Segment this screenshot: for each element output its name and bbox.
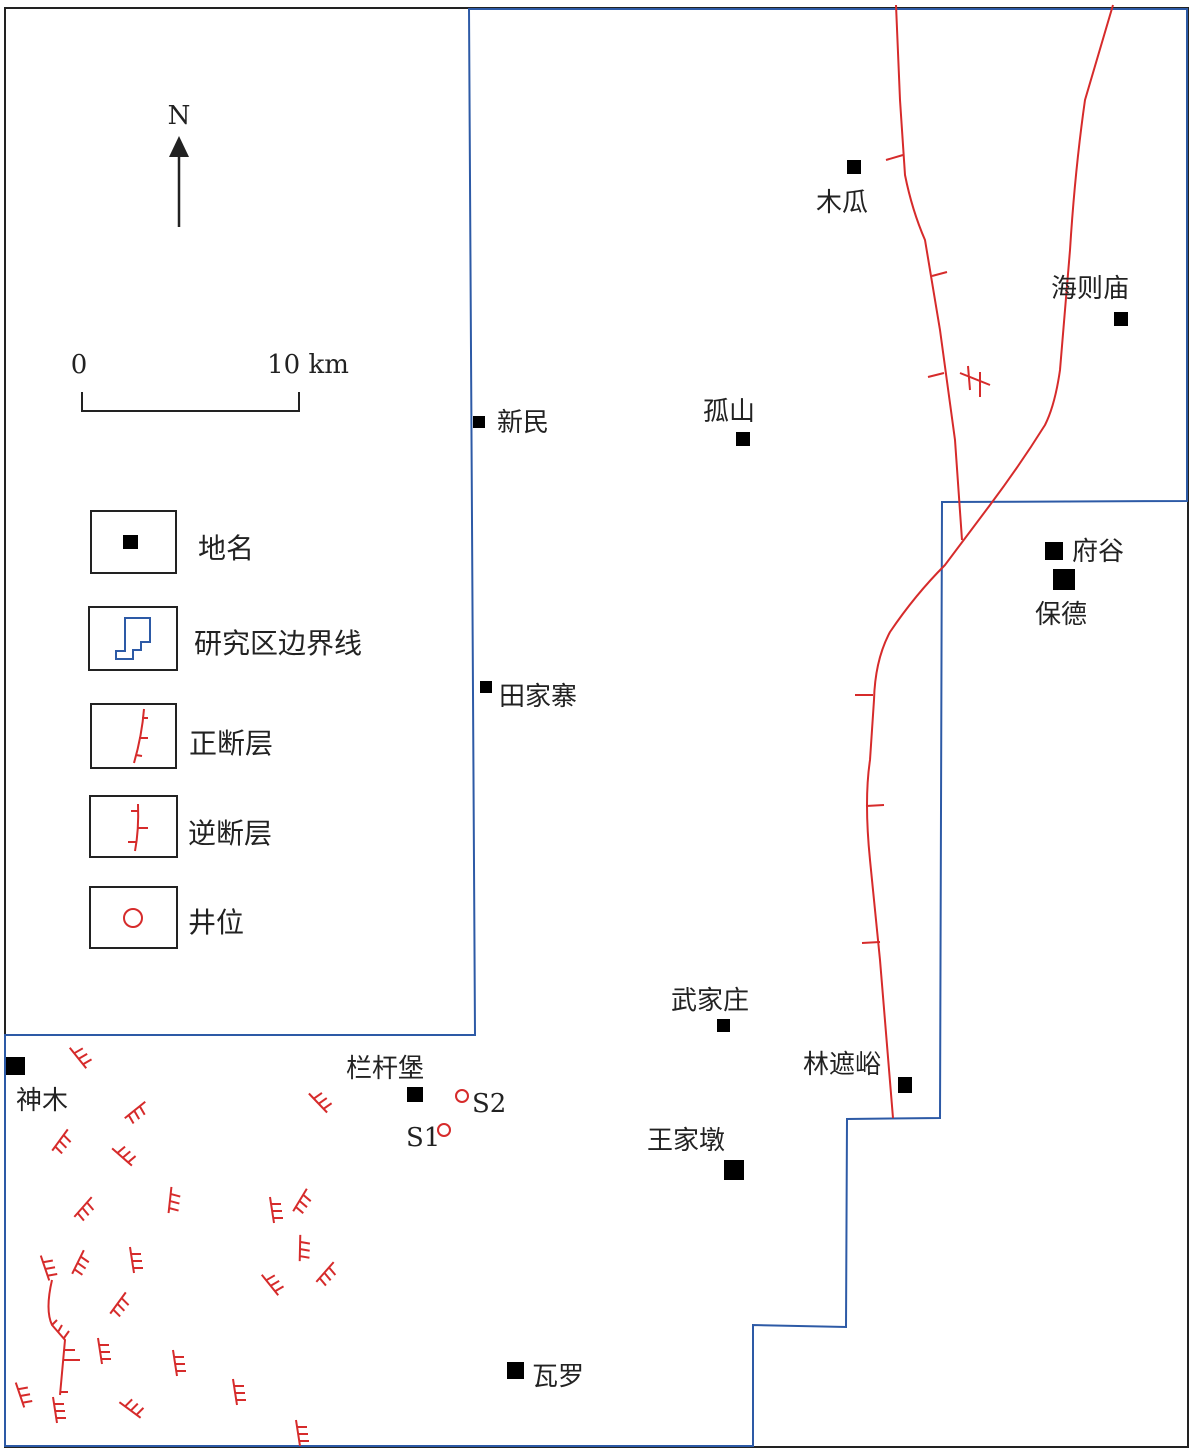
small-fault-symbol bbox=[97, 1337, 111, 1365]
place-marker-baode bbox=[1053, 569, 1075, 590]
small-fault-symbol bbox=[52, 1396, 66, 1424]
fault-tick bbox=[855, 154, 948, 944]
study-area-boundary bbox=[4, 8, 1188, 1447]
reverse-fault-icon bbox=[128, 803, 148, 852]
place-label-xinmin: 新民 bbox=[497, 408, 549, 438]
small-fault-symbol bbox=[269, 1196, 283, 1224]
place-label-shenmu: 神木 bbox=[16, 1086, 68, 1116]
north-arrow-head-icon bbox=[169, 136, 189, 157]
well-marker-s2 bbox=[455, 1089, 469, 1103]
well-icon bbox=[123, 908, 143, 928]
legend-label: 研究区边界线 bbox=[194, 627, 362, 660]
small-fault-symbol bbox=[14, 1382, 33, 1408]
normal-fault-east bbox=[866, 4, 1114, 1119]
small-fault-symbol bbox=[167, 1186, 181, 1214]
small-fault-symbol bbox=[71, 1249, 90, 1276]
scale-end: 10 km bbox=[267, 350, 349, 380]
small-fault-symbol bbox=[118, 1398, 145, 1419]
well-marker-s1 bbox=[437, 1123, 451, 1137]
legend-item-normal-fault: 正断层 bbox=[90, 703, 273, 769]
place-marker-tianjiazhai bbox=[480, 681, 492, 693]
small-fault-symbols bbox=[14, 1047, 337, 1447]
places: 木瓜 海则庙 新民 孤山 府谷 保德 田家寨 武家庄 林遮峪 王家墩 栏杆堡 神… bbox=[6, 160, 1129, 1392]
place-marker-langanbao bbox=[407, 1087, 423, 1102]
fault-lines bbox=[47, 4, 1114, 1396]
well-label-s1: S1 bbox=[406, 1123, 440, 1153]
place-marker-wangjiadun bbox=[724, 1160, 744, 1180]
small-fault-symbol bbox=[111, 1145, 137, 1167]
legend-item-boundary: 研究区边界线 bbox=[88, 606, 362, 671]
north-arrow: N bbox=[168, 101, 191, 227]
well-label-s2: S2 bbox=[472, 1089, 506, 1119]
scale-bar-line bbox=[81, 392, 300, 412]
place-label-linzheyu: 林遮峪 bbox=[803, 1050, 881, 1080]
small-fault-symbol bbox=[260, 1274, 285, 1296]
small-fault-symbol bbox=[315, 1261, 337, 1287]
small-fault-symbol bbox=[172, 1349, 186, 1377]
legend-item-well: 井位 bbox=[89, 886, 244, 949]
legend-label: 正断层 bbox=[189, 727, 273, 760]
small-fault-symbol bbox=[298, 1234, 311, 1262]
place-marker-fugu bbox=[1045, 542, 1063, 560]
place-label-waluo: 瓦罗 bbox=[532, 1362, 584, 1392]
normal-fault-icon bbox=[133, 708, 148, 764]
small-fault-symbol bbox=[295, 1419, 309, 1447]
place-label-langanbao: 栏杆堡 bbox=[346, 1054, 424, 1084]
place-label-wujiazhuang: 武家庄 bbox=[671, 986, 749, 1016]
normal-fault-west bbox=[895, 4, 963, 541]
place-marker-xinmin bbox=[473, 416, 485, 428]
legend-label: 逆断层 bbox=[188, 817, 272, 850]
place-label-fugu: 府谷 bbox=[1072, 537, 1124, 567]
legend: 地名 研究区边界线 正断层 逆断层 井位 bbox=[88, 510, 362, 949]
place-marker-gushan bbox=[736, 432, 750, 446]
small-fault-symbol bbox=[129, 1246, 143, 1274]
place-marker-waluo bbox=[507, 1362, 524, 1379]
place-marker-haizemiao bbox=[1114, 312, 1128, 326]
map-frame bbox=[4, 7, 1189, 1448]
legend-item-reverse-fault: 逆断层 bbox=[89, 795, 272, 858]
wells: S2 S1 bbox=[406, 1089, 506, 1153]
place-marker-linzheyu bbox=[898, 1077, 912, 1093]
small-fault-symbol bbox=[308, 1092, 333, 1114]
fault-symbol bbox=[959, 365, 991, 397]
small-fault-symbol bbox=[51, 1128, 72, 1155]
small-fault-symbol bbox=[68, 1047, 93, 1069]
place-label-baode: 保德 bbox=[1035, 600, 1087, 630]
place-label-mugua: 木瓜 bbox=[816, 188, 868, 218]
boundary-icon bbox=[115, 617, 151, 660]
legend-item-place: 地名 bbox=[90, 510, 254, 574]
place-marker-shenmu bbox=[6, 1057, 25, 1075]
place-label-gushan: 孤山 bbox=[703, 397, 755, 427]
small-fault-symbol bbox=[109, 1291, 130, 1318]
place-square-icon bbox=[123, 535, 138, 549]
scale-start: 0 bbox=[71, 350, 88, 380]
small-fault-symbol bbox=[73, 1196, 95, 1222]
north-label: N bbox=[168, 101, 191, 131]
place-label-haizemiao: 海则庙 bbox=[1051, 274, 1129, 304]
fault-small bbox=[47, 1279, 80, 1396]
place-marker-mugua bbox=[847, 160, 861, 174]
legend-label: 井位 bbox=[188, 906, 244, 939]
small-fault-symbol bbox=[232, 1378, 246, 1406]
small-fault-symbol bbox=[39, 1255, 58, 1281]
small-fault-symbol bbox=[124, 1100, 146, 1125]
place-label-wangjiadun: 王家墩 bbox=[647, 1126, 725, 1156]
small-fault-symbol bbox=[292, 1188, 312, 1214]
place-marker-wujiazhuang bbox=[717, 1019, 730, 1032]
scale-bar: 0 10 km bbox=[71, 350, 349, 412]
place-label-tianjiazhai: 田家寨 bbox=[499, 682, 577, 712]
legend-label: 地名 bbox=[198, 532, 254, 565]
